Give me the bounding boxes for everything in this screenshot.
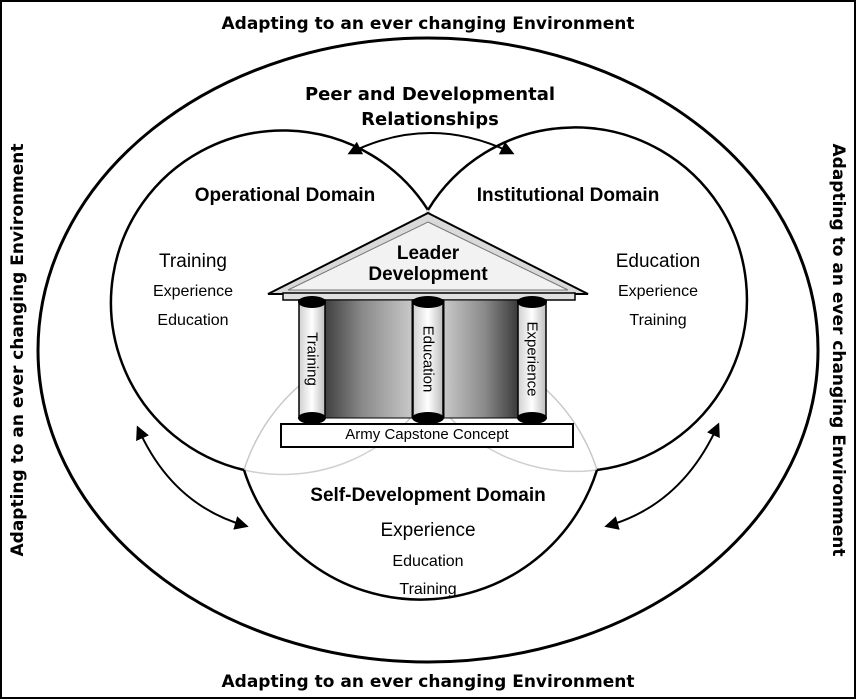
temple-roof-label-line2: Development [368, 264, 488, 285]
temple-roof-label-line1: Leader [396, 243, 460, 264]
institutional-item-3: Training [629, 312, 687, 329]
peer-relationship-arrow [347, 132, 515, 155]
relationships-label-line2: Relationships [361, 109, 499, 130]
temple-base-label: Army Capstone Concept [345, 426, 509, 443]
self-development-item-3: Training [399, 581, 457, 598]
operational-item-2: Experience [152, 283, 234, 300]
operational-domain-title: Operational Domain [194, 185, 376, 206]
self-development-domain-circle [242, 469, 599, 601]
institutional-item-1: Education [615, 251, 701, 272]
pillar-label-education: Education [419, 325, 437, 393]
relationships-label: Peer and Developmental Relationships [305, 82, 555, 132]
left-relationship-arrow [136, 425, 249, 530]
self-development-item-2: Education [392, 553, 464, 570]
right-relationship-arrow [604, 422, 720, 530]
operational-item-3: Education [157, 312, 229, 329]
institutional-domain-title: Institutional Domain [476, 185, 660, 206]
operational-item-1: Training [159, 251, 227, 272]
temple-bay-right [443, 299, 519, 419]
environment-label-top: Adapting to an ever changing Environment [221, 14, 635, 34]
pillar-experience [517, 299, 547, 419]
pillar-label-experience: Experience [523, 321, 541, 397]
pillar-training [298, 299, 326, 419]
temple-base [280, 423, 574, 448]
pillar-education [412, 299, 444, 419]
environment-label-right: Adapting to an ever changing Environment [828, 143, 848, 557]
temple-bay-left [321, 299, 413, 419]
relationships-label-line1: Peer and Developmental [304, 84, 556, 105]
pillar-label-training: Training [303, 332, 321, 386]
self-development-domain-title: Self-Development Domain [310, 485, 546, 506]
self-development-item-1: Experience [380, 520, 476, 541]
leader-development-temple [267, 211, 589, 448]
environment-ellipse [36, 36, 820, 664]
temple-roof-label: Leader Development [368, 243, 487, 285]
institutional-item-2: Experience [617, 283, 699, 300]
environment-label-left: Adapting to an ever changing Environment [8, 143, 28, 557]
environment-label-bottom: Adapting to an ever changing Environment [221, 672, 635, 692]
